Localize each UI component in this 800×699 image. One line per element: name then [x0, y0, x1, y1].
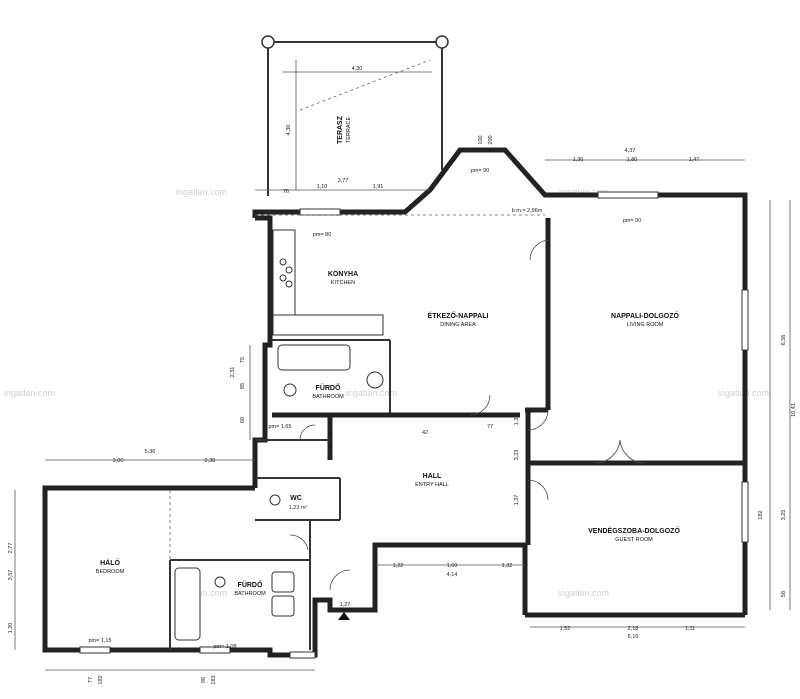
dim-label: 3,25: [781, 510, 787, 521]
dim-label: pm= 90: [623, 218, 642, 224]
dim-label: 200: [488, 135, 494, 144]
dim-label: 1,47: [689, 157, 700, 163]
dim-label: 58: [781, 591, 787, 597]
dim-label: 76: [283, 189, 289, 195]
kitchen-fixtures: [272, 229, 384, 336]
dim-label: 1,22: [393, 563, 404, 569]
dim-label: 1,27: [340, 602, 351, 608]
dim-label: 182: [98, 675, 104, 684]
dim-label: 1,20: [8, 623, 14, 634]
bedroom-label-en: BEDROOM: [96, 569, 125, 575]
dim-label: 75: [240, 357, 246, 363]
watermark: ingatlan.com: [176, 588, 227, 598]
entrance-arrow-icon: [338, 612, 350, 620]
doors: [289, 239, 646, 620]
dim-label: pm= 80: [313, 232, 332, 238]
dim-label: 4,30: [286, 125, 292, 136]
bathroom2-label-en: BATHROOM: [234, 591, 266, 597]
dim-label: 77: [88, 677, 94, 683]
dim-label: 3,77: [338, 178, 349, 184]
terrace: [261, 35, 449, 196]
dim-label: pm= 1,65: [268, 424, 291, 430]
dim-label: 2,30: [205, 458, 216, 464]
dim-label: 183: [211, 675, 217, 684]
guest-room-label: VENDÉGSZOBA-DOLGOZÓ: [588, 526, 680, 535]
bedroom-label: HÁLÓ: [100, 558, 120, 567]
dim-label: 5,36: [145, 449, 156, 455]
dim-label: 6,56: [781, 335, 787, 346]
dim-label: 4,14: [447, 572, 458, 578]
dim-label: 1,37: [514, 415, 520, 426]
dining-label-en: DINING AREA: [440, 322, 476, 328]
bathroom-label: FÜRDŐ: [316, 383, 341, 392]
dim-label: 42: [422, 430, 428, 436]
dimension-labels: 4,30 4,30 3,77 1,91 76 1,10 4,37 1,30 1,…: [8, 66, 797, 685]
dim-label: 1,37: [514, 495, 520, 506]
dim-label: 1,11: [685, 626, 695, 632]
terrace-label: TERASZ: [337, 115, 344, 144]
wc-label: WC: [290, 495, 302, 502]
dim-label: 5,16: [628, 634, 639, 640]
dim-label: pm= 1,15: [88, 638, 111, 644]
kitchen-label: KONYHA: [328, 271, 358, 278]
living-label-en: LIVING ROOM: [627, 322, 664, 328]
dim-label: 1,91: [373, 184, 384, 190]
kitchen-label-en: KITCHEN: [331, 280, 355, 286]
dim-label: 1,80: [627, 157, 638, 163]
dim-label: 1,10: [317, 184, 328, 190]
watermarks: ingatlan.com ingatlan.com ingatlan.com i…: [4, 187, 769, 598]
dim-label: 4,30: [352, 66, 363, 72]
dim-label: 3,23: [514, 450, 520, 461]
bathroom-label-en: BATHROOM: [312, 394, 344, 400]
terrace-label-en: TERRACE: [346, 117, 352, 144]
watermark: ingatlan.com: [4, 388, 55, 398]
hall-label: HALL: [423, 473, 442, 480]
bathroom2-label: FÜRDŐ: [238, 580, 263, 589]
dim-label: 2,18: [628, 626, 639, 632]
dining-label: ÉTKEZŐ-NAPPALI: [428, 311, 489, 320]
dim-label: 10,41: [791, 403, 797, 417]
dim-label: 182: [758, 510, 764, 519]
windows: [79, 191, 749, 659]
watermark: ingatlan.com: [176, 187, 227, 197]
dim-label: 2,31: [230, 367, 236, 378]
hall-label-en: ENTRY HALL: [415, 482, 449, 488]
watermark: ingatlan.com: [558, 187, 609, 197]
dim-label: 96: [201, 677, 207, 683]
room-labels: TERASZ TERRACE KONYHA KITCHEN ÉTKEZŐ-NAP…: [96, 115, 681, 597]
dim-label: 2,77: [8, 543, 14, 554]
walls: [42, 147, 748, 658]
dim-label: 85: [240, 383, 246, 389]
dim-label: pm= 1,08: [213, 644, 236, 650]
wc-area: 1,23 m²: [289, 505, 308, 511]
living-label: NAPPALI-DOLGOZÓ: [611, 311, 679, 320]
dim-label: 68: [240, 417, 246, 423]
dim-label: pm= 90: [471, 168, 490, 174]
dim-label: 4,37: [625, 148, 636, 154]
dim-label: 77: [487, 424, 493, 430]
dim-label: 1,52: [560, 626, 571, 632]
dim-label: 1,30: [573, 157, 584, 163]
dim-label: 1,60: [447, 563, 458, 569]
guest-room-label-en: GUEST ROOM: [615, 537, 653, 543]
watermark: ingatlan.com: [558, 588, 609, 598]
dim-label: 3,57: [8, 570, 14, 581]
dim-label: 3,06: [113, 458, 124, 464]
bathroom-fixtures: [174, 344, 384, 641]
dim-label: 1,32: [502, 563, 513, 569]
dimension-lines: [14, 159, 791, 671]
ceiling-height: b.m.= 2,96m: [512, 208, 543, 214]
dim-label: 100: [478, 135, 484, 144]
watermark: ingatlan.com: [346, 388, 397, 398]
